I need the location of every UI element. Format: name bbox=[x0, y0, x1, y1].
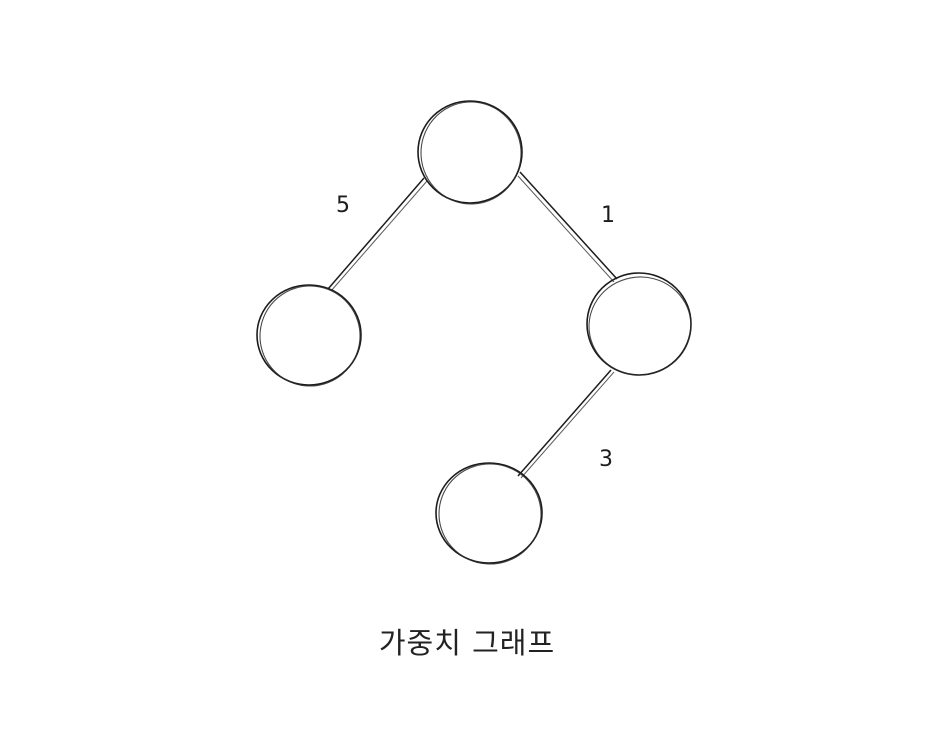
edge-weight-label: 5 bbox=[336, 193, 350, 218]
node-left bbox=[256, 284, 362, 387]
edge-root-right bbox=[517, 171, 618, 283]
edge-right-bottom bbox=[517, 369, 615, 479]
node-right bbox=[586, 272, 692, 376]
diagram-caption: 가중치 그래프 bbox=[378, 626, 556, 660]
node-root bbox=[417, 100, 523, 205]
edge-weight-label: 3 bbox=[599, 447, 613, 472]
node-bottom bbox=[435, 462, 543, 565]
edge-weight-label: 1 bbox=[601, 203, 615, 228]
edge-root-left bbox=[327, 177, 428, 292]
